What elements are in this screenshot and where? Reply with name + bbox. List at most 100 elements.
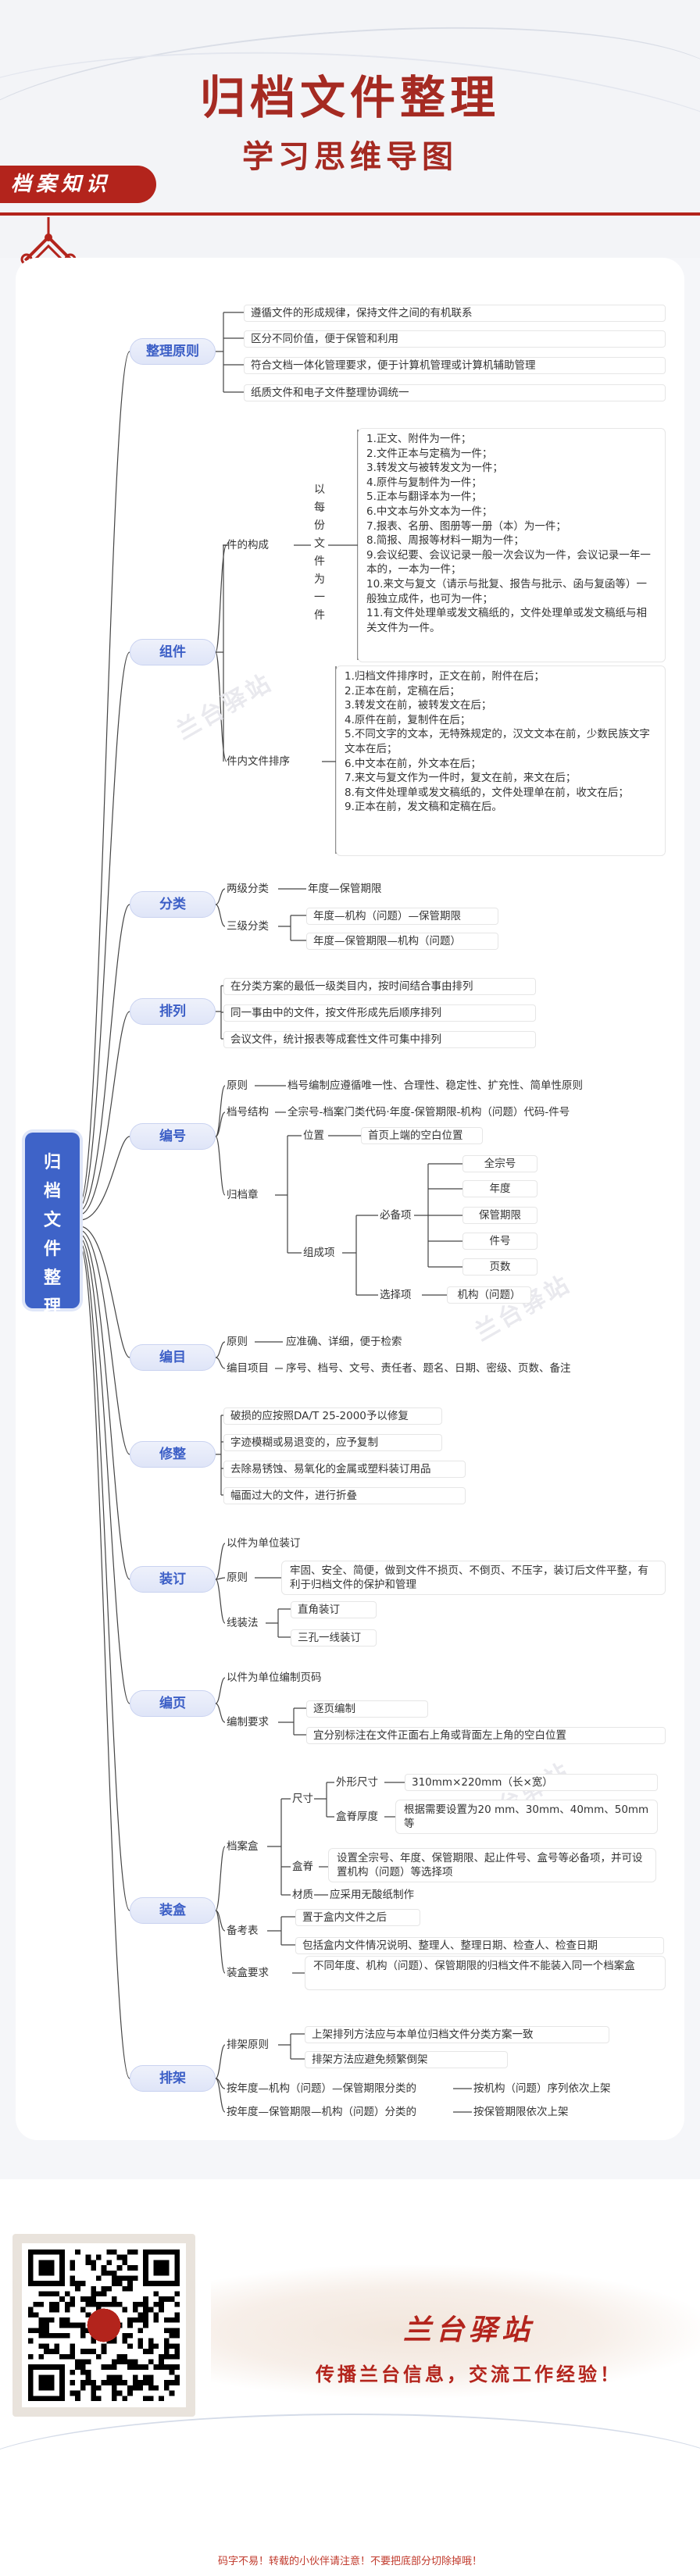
leaf: 纸质文件和电子文件整理协调统一	[244, 384, 666, 401]
leaf: 全宗号-档案门类代码·年度-保管期限-机构（问题）代码-件号	[288, 1106, 570, 1119]
sub-node: 原则	[227, 1336, 248, 1348]
qr-code-icon[interactable]	[22, 2243, 186, 2407]
leaf: 档号编制应遵循唯一性、合理性、稳定性、扩充性、简单性原则	[288, 1079, 583, 1092]
list-item: 10.来文与复文（请示与批复、报告与批示、函与复函等）一般独立成件，也可为一件；	[366, 577, 647, 605]
category-ribbon: 档案知识	[0, 166, 156, 203]
sub-node: 备考表	[227, 1925, 259, 1937]
list-item: 8.简报、周报等材料一期为一件；	[366, 534, 524, 548]
sub-node: 两级分类	[227, 883, 269, 895]
list-item: 11.有文件处理单或发文稿纸的，文件处理单或发文稿纸与相关文件为一件。	[366, 607, 647, 634]
leaf: 上架排列方法应与本单位归档文件分类方案一致	[305, 2026, 609, 2043]
sub-node: 装盒要求	[227, 1967, 269, 1979]
branch-classification: 分类	[130, 891, 216, 918]
leaf: 年度—保管期限	[308, 883, 382, 895]
list-item: 4.原件与复制件为一件；	[366, 476, 482, 489]
leaf: 件号	[462, 1233, 538, 1250]
slogan: 传播兰台信息，交流工作经验！	[316, 2363, 622, 2385]
leaf: 全宗号	[462, 1155, 538, 1172]
sub-node: 线装法	[227, 1617, 259, 1629]
footer: 兰台驿站 传播兰台信息，交流工作经验！ 码字不易！转载的小伙伴请注意！不要把底部…	[0, 2179, 700, 2576]
sub-node: 编制要求	[227, 1716, 269, 1729]
sub-node: 三级分类	[227, 920, 269, 933]
sub-node: 件的构成	[227, 539, 269, 551]
leaf: 年度—保管期限—机构（问题）	[306, 933, 498, 950]
sub-node: 归档章	[227, 1189, 259, 1201]
sub-node: 件内文件排序	[227, 755, 290, 768]
branch-principles: 整理原则	[130, 338, 216, 365]
leaf: 按机构（问题）序列依次上架	[473, 2082, 611, 2095]
leaf: 页数	[462, 1258, 538, 1276]
sub-node: 组成项	[303, 1247, 335, 1259]
branch-arrangement: 排列	[130, 998, 216, 1025]
branch-paging: 编页	[130, 1690, 216, 1717]
sub-node: 原则	[227, 1079, 248, 1092]
leaf-box: 设置全宗号、年度、保管期限、起止件号、盒号等必备项，并可设置机构（问题）等选择项	[328, 1848, 656, 1882]
leaf: 包括盒内文件情况说明、整理人、整理日期、检查人、检查日期	[295, 1937, 664, 1954]
list-box: 1.归档文件排序时，正文在前，附件在后； 2.正本在前，定稿在后； 3.转发文在…	[336, 665, 666, 856]
sub-node: 盒脊	[292, 1861, 313, 1873]
sub-node: 原则	[227, 1572, 248, 1584]
list-item: 7.来文与复文作为一件时，复文在前，来文在后；	[345, 772, 577, 785]
sub-node: 选择项	[380, 1289, 412, 1301]
branch-numbering: 编号	[130, 1123, 216, 1150]
list-item: 1.正文、附件为一件；	[366, 433, 472, 445]
repost-notice: 码字不易！转载的小伙伴请注意！不要把底部分切除掉哦！	[217, 2556, 482, 2567]
list-item: 6.中文本与外文本为一件；	[366, 505, 493, 518]
leaf: 区分不同价值，便于保管和利用	[244, 330, 666, 348]
root-node-label: 归档文件整理	[43, 1153, 61, 1317]
list-item: 1.归档文件排序时，正文在前，附件在后；	[345, 670, 545, 683]
sub-node: 外形尺寸	[336, 1776, 378, 1789]
branch-boxing: 装盒	[130, 1897, 216, 1924]
decor-wave	[0, 2414, 700, 2539]
divider	[0, 212, 700, 216]
header-banner: 归档文件整理 学习思维导图 档案知识	[0, 0, 700, 258]
list-item: 2.文件正本与定稿为一件；	[366, 447, 493, 460]
leaf: 年度	[462, 1180, 538, 1197]
leaf: 按保管期限依次上架	[473, 2106, 569, 2118]
branch-grouping: 组件	[130, 639, 216, 665]
leaf: 年度—机构（问题）—保管期限	[306, 908, 498, 925]
list-item: 3.转发文在前，被转发文在后；	[345, 699, 492, 712]
list-item: 6.中文本在前，外文本在后；	[345, 757, 481, 770]
list-item: 8.有文件处理单或发文稿纸的，文件处理单在前，收文在后；	[345, 786, 629, 799]
leaf: 在分类方案的最低一级类目内，按时间结合事由排列	[223, 978, 536, 995]
branch-repair: 修整	[130, 1441, 216, 1468]
sub-node-vertical: 以每份文件为一件	[314, 483, 325, 622]
page-subtitle: 学习思维导图	[242, 138, 458, 175]
leaf: 首页上端的空白位置	[361, 1127, 483, 1144]
leaf: 置于盒内文件之后	[295, 1909, 420, 1926]
branch-shelving: 排架	[130, 2065, 216, 2092]
leaf-box: 不同年度、机构（问题）、保管期限的归档文件不能装入同一个档案盒	[305, 1956, 666, 1990]
list-item: 4.原件在前，复制件在后；	[345, 713, 471, 726]
sub-node: 排架原则	[227, 2039, 269, 2051]
leaf: 三孔一线装订	[291, 1629, 377, 1647]
leaf: 同一事由中的文件，按文件形成先后顺序排列	[223, 1004, 536, 1022]
leaf: 应准确、详细，便于检索	[286, 1336, 402, 1348]
ink-decoration	[211, 2265, 700, 2398]
sub-node: 编目项目	[227, 1362, 269, 1375]
leaf: 宜分别标注在文件正面右上角或背面左上角的空白位置	[306, 1727, 666, 1744]
list-box: 1.正文、附件为一件； 2.文件正本与定稿为一件； 3.转发文与被转发文为一件；…	[358, 428, 666, 662]
list-item: 7.报表、名册、图册等一册（本）为一件；	[366, 519, 566, 533]
sub-node: 必备项	[380, 1209, 412, 1222]
list-item: 9.会议纪要、会议记录一般一次会议为一件，会议记录一年一本的，一本为一件；	[366, 548, 651, 576]
leaf-box: 根据需要设置为20 mm、30mm、40mm、50mm等	[395, 1800, 658, 1834]
sub-node: 档号结构	[227, 1106, 269, 1119]
leaf: 以件为单位编制页码	[227, 1672, 322, 1684]
branch-cataloguing: 编目	[130, 1344, 216, 1371]
sub-node: 位置	[303, 1129, 324, 1142]
sub-node: 盒脊厚度	[336, 1811, 378, 1823]
leaf: 序号、档号、文号、责任者、题名、日期、密级、页数、备注	[286, 1362, 571, 1375]
leaf: 字迹模糊或易退变的，应予复制	[223, 1434, 442, 1451]
sub-node: 按年度—保管期限—机构（问题）分类的	[227, 2106, 416, 2118]
list-item: 2.正本在前，定稿在后；	[345, 684, 460, 698]
leaf: 应采用无酸纸制作	[330, 1889, 414, 1901]
leaf: 幅面过大的文件，进行折叠	[223, 1487, 466, 1504]
leaf: 符合文档一体化管理要求，便于计算机管理或计算机辅助管理	[244, 357, 666, 374]
leaf: 以件为单位装订	[227, 1537, 301, 1550]
leaf: 机构（问题）	[447, 1286, 531, 1304]
leaf: 去除易锈蚀、易氧化的金属或塑料装订用品	[223, 1461, 466, 1478]
sub-node: 尺寸	[292, 1793, 313, 1805]
leaf: 保管期限	[462, 1207, 538, 1224]
page-title: 归档文件整理	[199, 71, 500, 124]
